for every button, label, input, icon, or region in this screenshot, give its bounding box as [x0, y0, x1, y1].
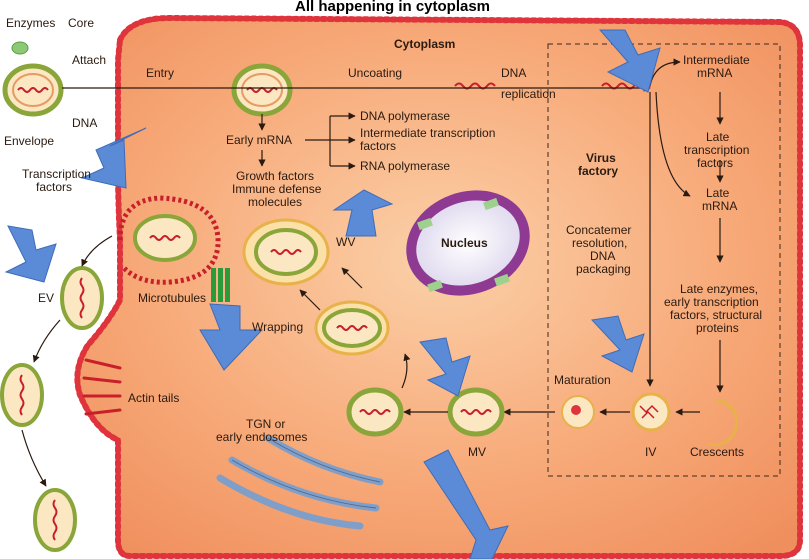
ev-to-out [32, 319, 61, 363]
virion-mv-2 [346, 387, 404, 437]
wrap-arrow [299, 289, 321, 311]
label-late-tf-3: factors [697, 156, 734, 170]
label-ev: EV [38, 291, 55, 305]
label-cytoplasm: Cytoplasm [394, 37, 456, 51]
label-intermediate-mrna-1: Intermediate [683, 53, 750, 67]
mv-to-wrapping [401, 353, 411, 389]
label-transcription-factors-1: Transcription [22, 167, 91, 181]
nucleus [406, 190, 530, 296]
virion-exiting [133, 214, 197, 262]
label-enzymes: Enzymes [6, 16, 56, 30]
virion-ev [60, 266, 104, 330]
label-uncoating: Uncoating [348, 66, 403, 80]
cell-membrane-beads [74, 14, 803, 559]
actin-tails [82, 358, 122, 416]
label-entry: Entry [146, 66, 175, 80]
wrap-to-wv [341, 267, 363, 289]
virion-wv [242, 218, 330, 286]
label-growth-3: molecules [248, 195, 303, 209]
label-concatemer-1: Concatemer [566, 223, 632, 237]
label-early-mrna: Early mRNA [226, 133, 293, 147]
label-late-enzymes-2: early transcription [664, 295, 759, 309]
label-actin-tails: Actin tails [128, 391, 180, 405]
diagram-title: All happening in cytoplasm [295, 0, 491, 15]
label-late-enzymes-3: factors, structural [670, 308, 763, 322]
label-concatemer-3: DNA [590, 249, 616, 263]
virion-attach [2, 63, 64, 117]
label-late-enzymes-1: Late enzymes, [680, 282, 759, 296]
virion-wrapping [314, 300, 390, 356]
label-late-tf-1: Late [706, 130, 730, 144]
label-growth-1: Growth factors [236, 169, 315, 183]
virion-iv [631, 392, 671, 432]
label-envelope: Envelope [4, 134, 55, 148]
out-to-out [21, 429, 47, 487]
label-dna-repl-1: DNA [501, 66, 527, 80]
label-mv: MV [468, 445, 486, 459]
label-growth-2: Immune defense [232, 182, 322, 196]
big-blue-arrows [4, 29, 661, 559]
label-dna-repl-2: replication [501, 87, 556, 101]
label-crescents: Crescents [690, 445, 745, 459]
tgn-stacks [216, 434, 384, 530]
label-int-tf-2: factors [360, 139, 397, 153]
virion-outside-2 [0, 363, 44, 427]
label-late-enzymes-4: proteins [696, 321, 739, 335]
label-core: Core [68, 16, 95, 30]
label-virus-factory-1: Virus [586, 151, 616, 165]
membrane-invagination [117, 195, 221, 285]
label-int-tf-1: Intermediate transcription [360, 126, 496, 140]
dna-to-late [655, 91, 691, 197]
label-rna-polymerase: RNA polymerase [360, 159, 451, 173]
virus-factory-box [547, 43, 781, 477]
label-nucleus: Nucleus [441, 236, 488, 250]
label-wv: WV [336, 235, 356, 249]
label-tgn-2: early endosomes [216, 430, 308, 444]
label-maturation: Maturation [554, 373, 611, 387]
virion-outside-3 [33, 488, 77, 552]
label-dna-left: DNA [72, 116, 98, 130]
microtubules [211, 268, 230, 302]
label-late-mrna-2: mRNA [702, 199, 738, 213]
label-wrapping: Wrapping [252, 320, 304, 334]
crescent [707, 398, 739, 447]
uncoated-dna [454, 82, 496, 90]
label-concatemer-4: packaging [576, 262, 631, 276]
virion-mv [447, 387, 505, 437]
label-late-mrna-1: Late [706, 186, 730, 200]
label-concatemer-2: resolution, [572, 236, 628, 250]
label-iv: IV [645, 445, 657, 459]
label-microtubules: Microtubules [138, 291, 207, 305]
label-intermediate-mrna-2: mRNA [697, 66, 733, 80]
label-transcription-factors-2: factors [36, 180, 73, 194]
enzyme-dot [11, 41, 29, 55]
label-virus-factory-2: factory [578, 164, 619, 178]
label-attach: Attach [72, 53, 107, 67]
virion-entry [231, 63, 293, 117]
label-late-tf-2: transcription [684, 143, 750, 157]
maturation-particle [561, 395, 595, 429]
label-tgn-1: TGN or [246, 417, 286, 431]
to-ev [81, 235, 113, 267]
label-dna-polymerase: DNA polymerase [360, 109, 451, 123]
